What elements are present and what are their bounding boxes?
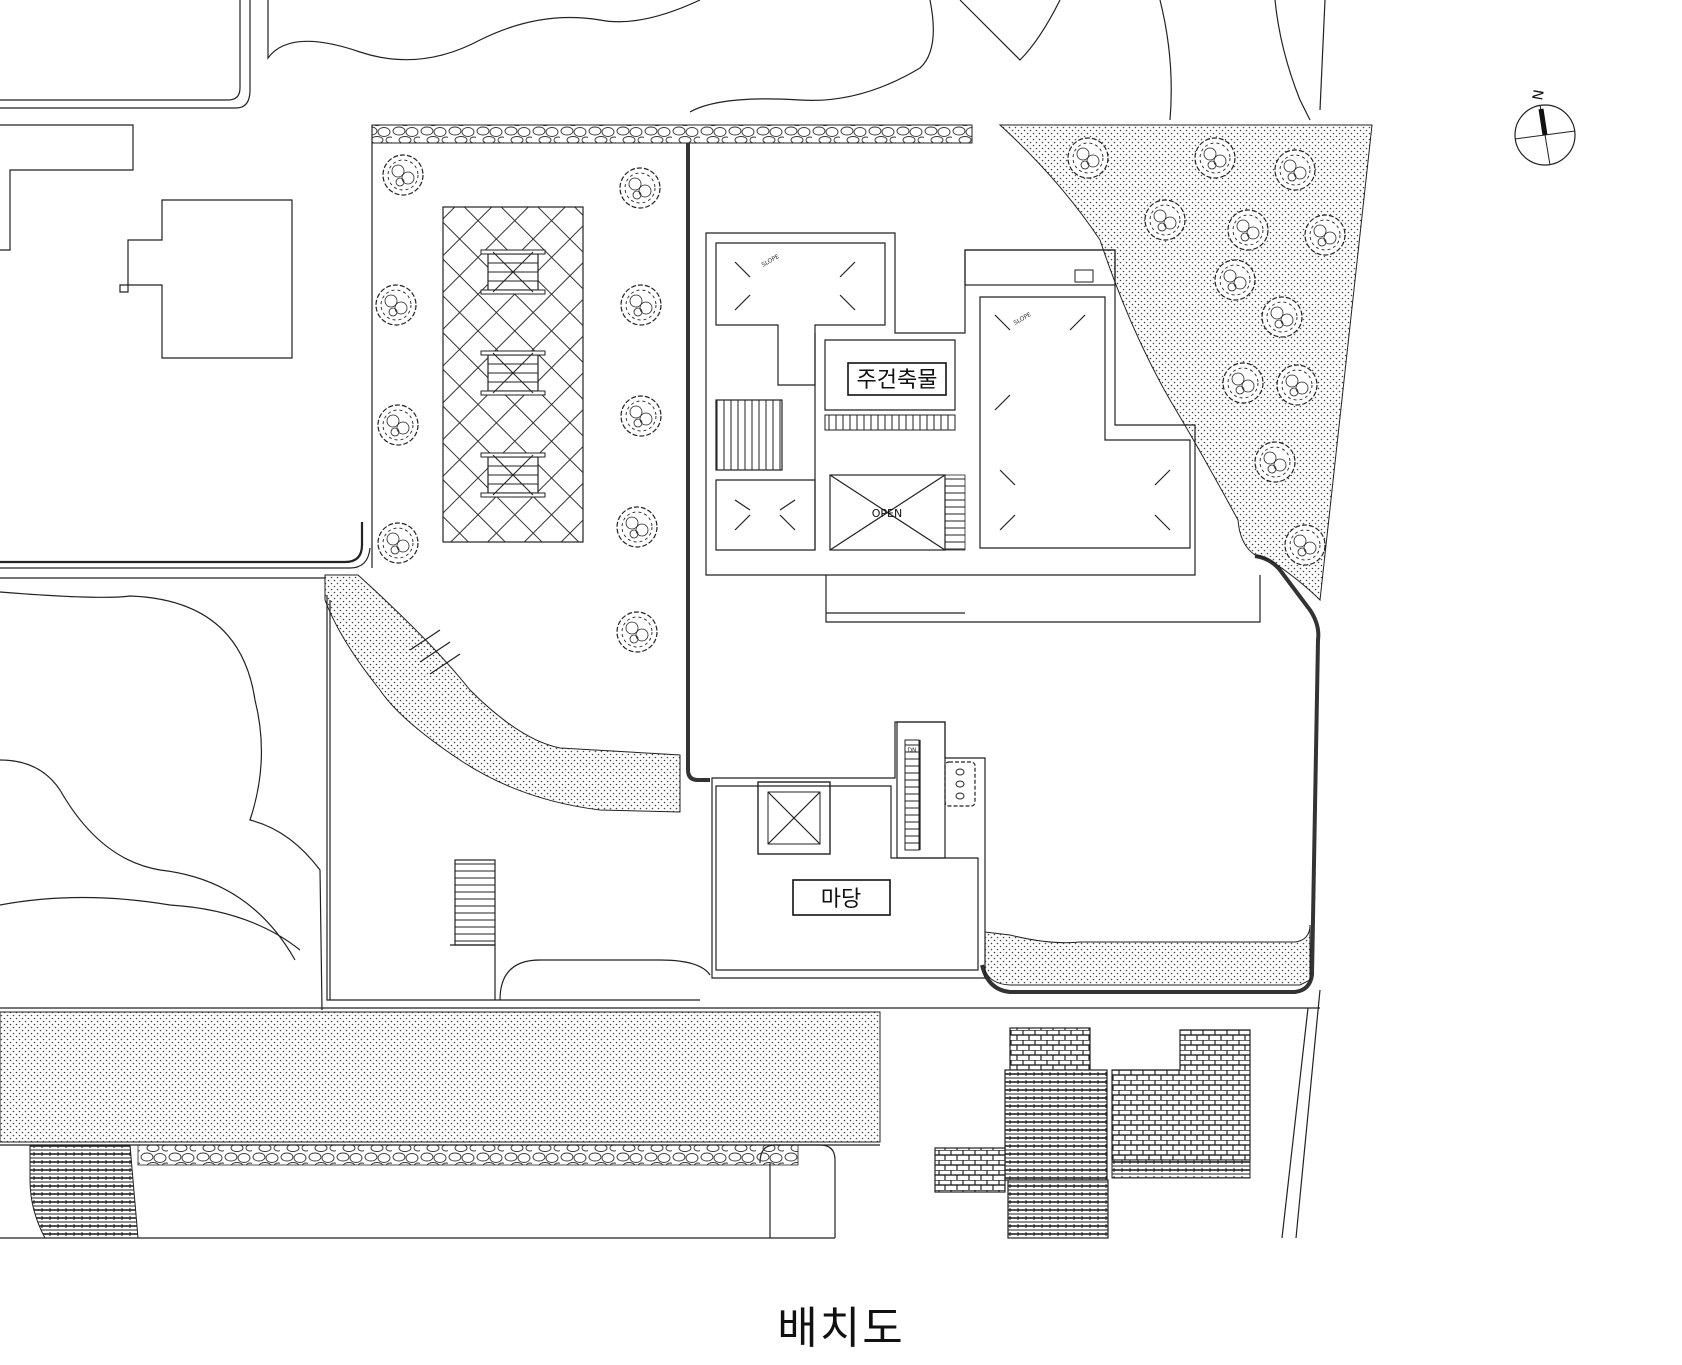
drawing-title: 배치도: [777, 1303, 905, 1354]
picnic-table: [480, 452, 546, 498]
neighbor-building-outline: [0, 124, 293, 359]
tree-icon: [382, 154, 424, 196]
stone-wall: [371, 124, 973, 144]
skylight: [757, 781, 831, 855]
svg-text:DN: DN: [907, 747, 916, 754]
open-label: OPEN: [872, 507, 902, 520]
svg-text:주건축물: 주건축물: [857, 368, 938, 393]
contour-lines-top: [0, 0, 1326, 121]
path-steps: [409, 629, 461, 675]
slope-arrows: [734, 261, 856, 311]
stair-icon: [715, 399, 783, 471]
tree-icon: [619, 167, 661, 209]
left-road-lines: [0, 522, 371, 1011]
main-building-label: 주건축물: [847, 362, 947, 396]
lower-left-lot: [326, 595, 711, 1001]
svg-text:N: N: [1530, 88, 1548, 101]
boundary-wall-right: [980, 554, 1321, 994]
tree-icon: [620, 284, 662, 326]
tree-icon: [377, 522, 419, 564]
courtyard: DN 마당: [711, 721, 986, 979]
planter: [944, 761, 976, 807]
tree-icon: [616, 506, 658, 548]
svg-text:SLOPE: SLOPE: [761, 253, 781, 269]
garden-area: [371, 125, 662, 653]
tree-icon: [616, 611, 658, 653]
tree-icon: [620, 395, 662, 437]
picnic-table: [480, 350, 546, 396]
courtyard-label: 마당: [821, 887, 861, 912]
gravel-path-left: [324, 574, 681, 813]
gravel-strip-right: [984, 924, 1311, 986]
boundary-wall: [686, 143, 710, 782]
stone-paving: [29, 1144, 139, 1239]
stair-icon: [454, 859, 496, 946]
north-arrow-icon: N: [1514, 88, 1576, 166]
tree-icon: [377, 404, 419, 446]
main-building: OPEN SLOPE SLOPE: [705, 232, 1261, 623]
stair-icon: [896, 721, 946, 859]
tree-icon: [375, 284, 417, 326]
svg-text:SLOPE: SLOPE: [1013, 311, 1033, 327]
tiled-roof-buildings: [934, 1027, 1251, 1239]
picnic-table: [480, 249, 546, 295]
